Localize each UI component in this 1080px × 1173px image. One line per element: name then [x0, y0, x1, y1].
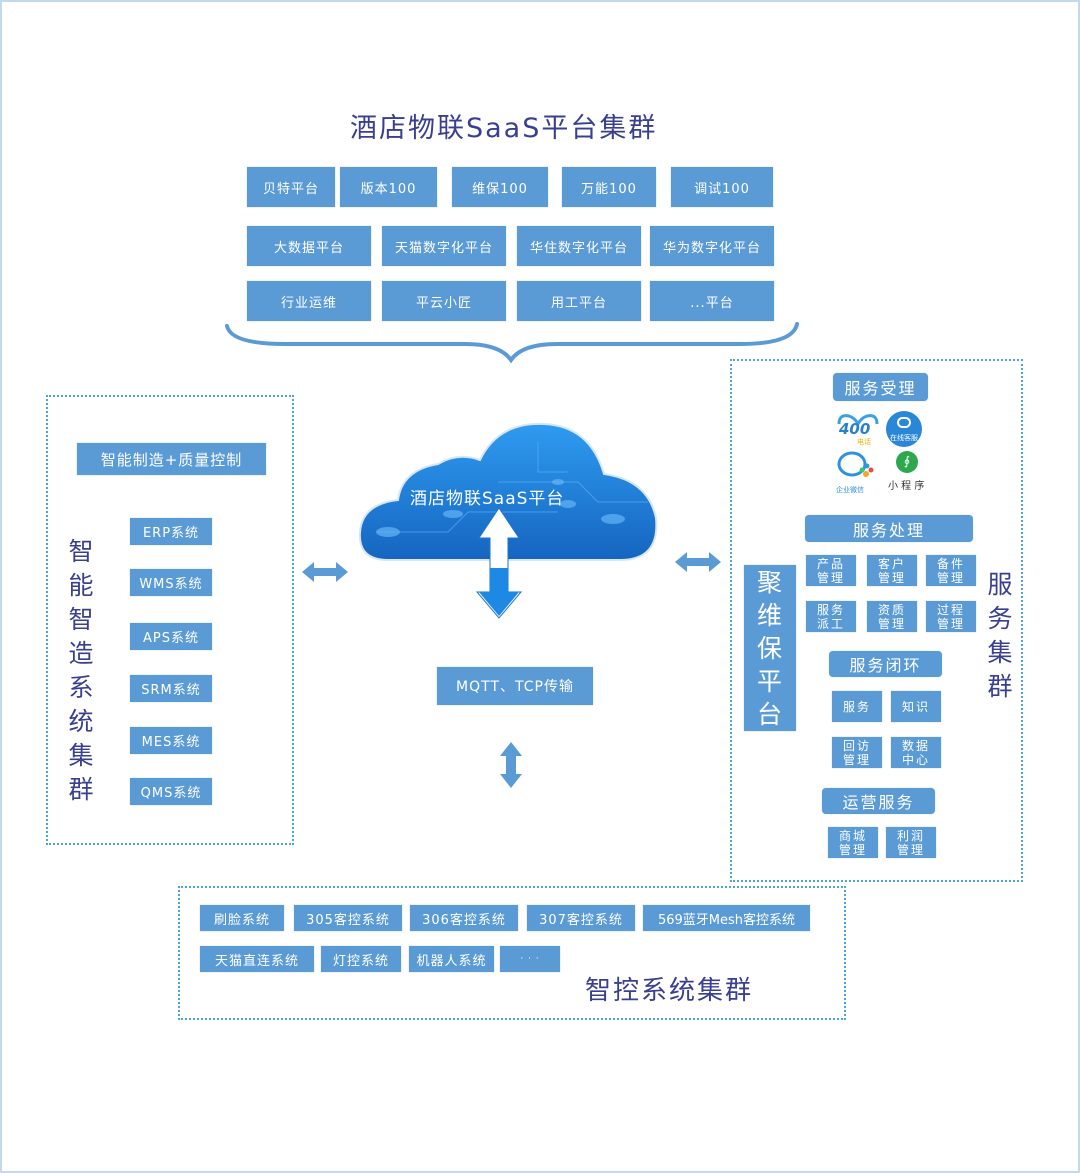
control-system-box: 569蓝牙Mesh客控系统	[643, 905, 810, 931]
cloud-updown-arrow-icon	[475, 507, 523, 619]
loop-item-service: 服务	[832, 691, 882, 722]
service-loop-header: 服务闭环	[829, 651, 942, 677]
mini-program-label: 小 程 序	[888, 481, 925, 492]
mini-program-icon: ∮	[896, 451, 918, 473]
service-item-qualification: 资质管理	[867, 601, 917, 632]
saas-cluster-title: 酒店物联SaaS平台集群	[350, 113, 658, 144]
smart-control-cluster-title: 智控系统集群	[585, 976, 754, 1006]
platform-box: 维保100	[452, 167, 548, 207]
platform-box: 调试100	[671, 167, 773, 207]
wecom-icon: 企业微信	[836, 450, 876, 496]
left-double-arrow-icon	[302, 562, 348, 582]
service-item-product: 产品管理	[806, 555, 856, 586]
system-box-aps: APS系统	[130, 623, 212, 650]
loop-item-revisit: 回访管理	[832, 737, 882, 768]
online-service-icon: 在线客服	[886, 411, 922, 447]
platform-box: 版本100	[340, 167, 437, 207]
vertical-double-arrow-icon	[500, 742, 522, 788]
service-item-spare-parts: 备件管理	[926, 555, 976, 586]
control-system-box: 刷脸系统	[200, 905, 284, 931]
control-system-box: 307客控系统	[527, 905, 635, 931]
operations-header: 运营服务	[822, 788, 935, 814]
system-box-srm: SRM系统	[130, 675, 212, 702]
curly-brace	[225, 322, 799, 364]
platform-box: 华为数字化平台	[650, 226, 774, 266]
platform-box: 华住数字化平台	[517, 226, 641, 266]
service-item-customer: 客户管理	[867, 555, 917, 586]
control-system-box: 机器人系统	[409, 946, 494, 972]
service-processing-header: 服务处理	[805, 515, 973, 542]
control-system-box: 306客控系统	[410, 905, 518, 931]
manufacturing-cluster-title: 智能智造系统集群	[68, 537, 94, 804]
platform-box: 平云小匠	[382, 281, 506, 321]
platform-box: 贝特平台	[247, 167, 335, 207]
ops-item-mall: 商城管理	[828, 827, 878, 858]
control-system-more: · · ·	[500, 946, 560, 972]
cloud-icon	[358, 422, 658, 561]
service-item-process: 过程管理	[926, 601, 976, 632]
platform-box: 用工平台	[517, 281, 641, 321]
ops-item-profit: 利润管理	[886, 827, 936, 858]
platform-box: 天猫数字化平台	[382, 226, 506, 266]
service-cluster-panel	[730, 359, 1023, 882]
cloud-label: 酒店物联SaaS平台	[410, 489, 565, 509]
control-system-box: 305客控系统	[294, 905, 402, 931]
smart-control-cluster-panel	[178, 886, 846, 1020]
control-system-box: 灯控系统	[321, 946, 401, 972]
system-box-erp: ERP系统	[130, 518, 212, 545]
service-cluster-title: 服务集群	[987, 570, 1013, 701]
service-acceptance-header: 服务受理	[833, 373, 928, 401]
control-system-box: 天猫直连系统	[200, 946, 314, 972]
maintenance-platform-label: 聚维保平台	[744, 565, 796, 731]
phone-400-icon: 400 电话	[835, 410, 881, 446]
manufacturing-cluster-panel	[46, 395, 294, 845]
platform-box: 大数据平台	[247, 226, 371, 266]
platform-box: 行业运维	[247, 281, 371, 321]
platform-box: 万能100	[562, 167, 656, 207]
loop-item-data-center: 数据中心	[891, 737, 941, 768]
loop-item-knowledge: 知识	[891, 691, 941, 722]
system-box-mes: MES系统	[130, 727, 212, 754]
system-box-wms: WMS系统	[130, 569, 212, 596]
platform-box: ...平台	[650, 281, 774, 321]
manufacturing-header: 智能制造+质量控制	[77, 443, 266, 475]
right-double-arrow-icon	[675, 552, 721, 572]
system-box-qms: QMS系统	[130, 778, 212, 805]
transport-box: MQTT、TCP传输	[437, 667, 593, 705]
service-item-dispatch: 服务派工	[806, 601, 856, 632]
